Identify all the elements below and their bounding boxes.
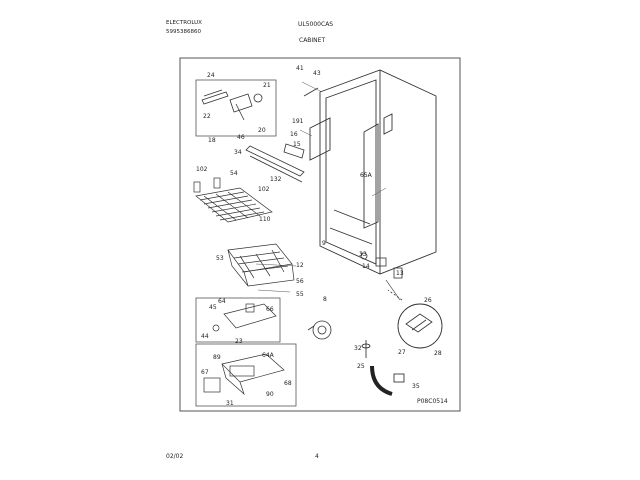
callout-18: 18 — [208, 137, 216, 144]
callout-54: 54 — [230, 170, 238, 177]
page-number: 4 — [315, 453, 319, 460]
callout-27: 27 — [398, 349, 406, 356]
inset-box-thermostat — [195, 343, 297, 407]
thermostat-drawing — [203, 353, 285, 396]
brand-line: ELECTROLUX — [166, 20, 202, 26]
callout-64a: 64A — [262, 352, 274, 359]
callout-9: 9 — [322, 240, 326, 247]
callout-25: 25 — [357, 363, 365, 370]
callout-34: 34 — [234, 149, 242, 156]
callout-15: 15 — [293, 141, 301, 148]
model-number: UL5000CAS — [298, 21, 334, 28]
callout-44: 44 — [201, 333, 209, 340]
callout-35: 35 — [412, 383, 420, 390]
diagram-code: P08C0514 — [417, 398, 448, 405]
leader-lines — [255, 81, 387, 293]
callout-68: 68 — [284, 380, 292, 387]
callout-56: 56 — [296, 278, 304, 285]
callout-13: 13 — [396, 270, 404, 277]
inset-box-bracket — [195, 79, 277, 137]
hinge-parts-drawing — [360, 252, 403, 279]
drain-detail-circle — [397, 303, 443, 349]
wire-shelf-drawing — [193, 177, 273, 223]
callout-53: 53 — [216, 255, 224, 262]
bracket-parts-drawing — [201, 89, 263, 121]
diagram-frame — [179, 57, 461, 412]
callout-191: 191 — [292, 118, 304, 125]
callout-66: 66 — [266, 306, 274, 313]
shelf-rail-drawing — [245, 143, 305, 183]
callout-12: 12 — [296, 262, 304, 269]
footer-date: 02/02 — [166, 453, 184, 460]
callout-14: 14 — [362, 263, 370, 270]
freezer-basket-drawing — [227, 243, 295, 287]
callout-28: 28 — [434, 350, 442, 357]
callout-24: 24 — [207, 72, 215, 79]
callout-110: 110 — [259, 216, 271, 223]
section-title: CABINET — [299, 37, 326, 44]
callout-46: 46 — [237, 134, 245, 141]
callout-32: 32 — [354, 345, 362, 352]
document-number: 5995386860 — [166, 29, 201, 35]
callout-43: 43 — [313, 70, 321, 77]
control-housing-drawing — [212, 303, 277, 332]
callout-21: 21 — [263, 82, 271, 89]
callout-16: 16 — [290, 131, 298, 138]
callout-26: 26 — [424, 297, 432, 304]
callout-102-right: 102 — [258, 186, 270, 193]
callout-20: 20 — [258, 127, 266, 134]
callout-102-left: 102 — [196, 166, 208, 173]
callout-67: 67 — [201, 369, 209, 376]
drain-detail-drawing — [387, 289, 433, 333]
callout-8: 8 — [323, 296, 327, 303]
control-knob-drawing — [307, 320, 332, 340]
callout-33: 33 — [359, 251, 367, 258]
callout-22: 22 — [203, 113, 211, 120]
drain-hose-drawing — [361, 279, 405, 396]
callout-89: 89 — [213, 354, 221, 361]
callout-65a: 65A — [360, 172, 372, 179]
inset-box-controls — [195, 297, 281, 343]
callout-64: 64 — [218, 298, 226, 305]
callout-23: 23 — [235, 338, 243, 345]
callout-132: 132 — [270, 176, 282, 183]
callout-90: 90 — [266, 391, 274, 398]
callout-41: 41 — [296, 65, 304, 72]
callout-45: 45 — [209, 304, 217, 311]
callout-31: 31 — [226, 400, 234, 407]
callout-55: 55 — [296, 291, 304, 298]
